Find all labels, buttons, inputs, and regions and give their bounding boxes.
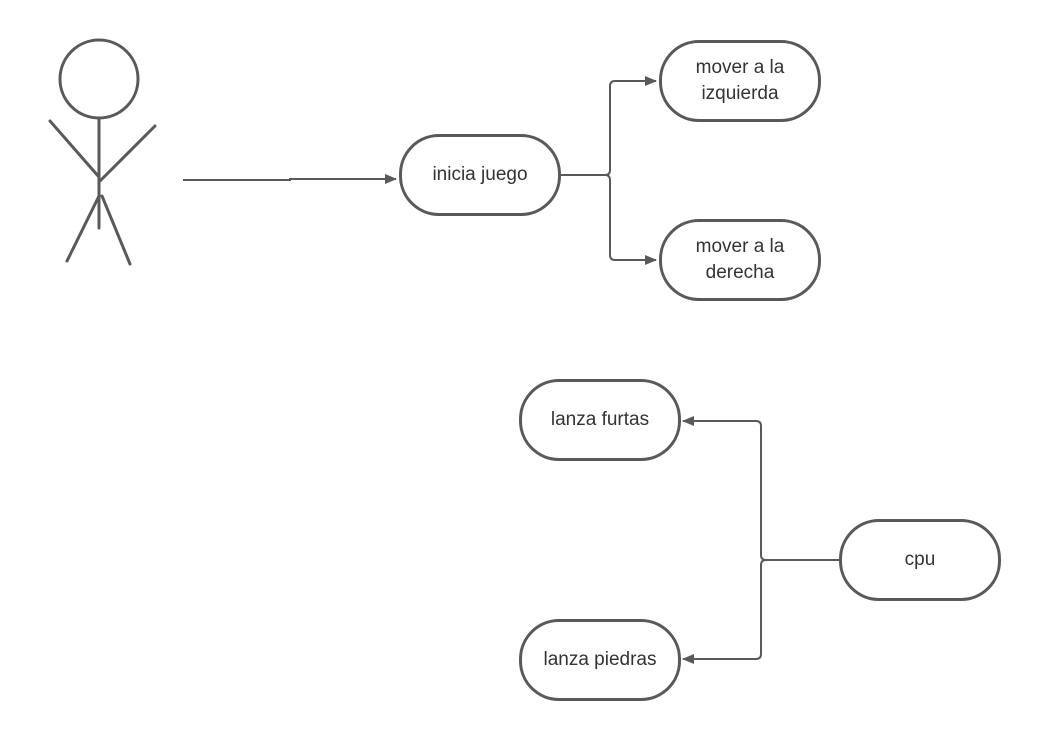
edge-actor-to-inicia (183, 174, 397, 184)
use-case-lanza-furtas[interactable]: lanza furtas (519, 379, 681, 461)
edge-cpu-to-furtas (682, 416, 839, 561)
use-case-mover-derecha[interactable]: mover a la derecha (659, 219, 821, 301)
use-case-inicia-juego[interactable]: inicia juego (399, 134, 561, 216)
edge-inicia-to-izquierda (561, 76, 657, 176)
actor-cpu[interactable]: cpu (839, 519, 1001, 601)
actor-figure-icon (48, 38, 157, 266)
use-case-mover-izquierda[interactable]: mover a la izquierda (659, 40, 821, 122)
edge-cpu-to-piedras (682, 559, 767, 664)
use-case-lanza-piedras[interactable]: lanza piedras (519, 619, 681, 701)
edge-inicia-to-derecha (604, 174, 657, 265)
